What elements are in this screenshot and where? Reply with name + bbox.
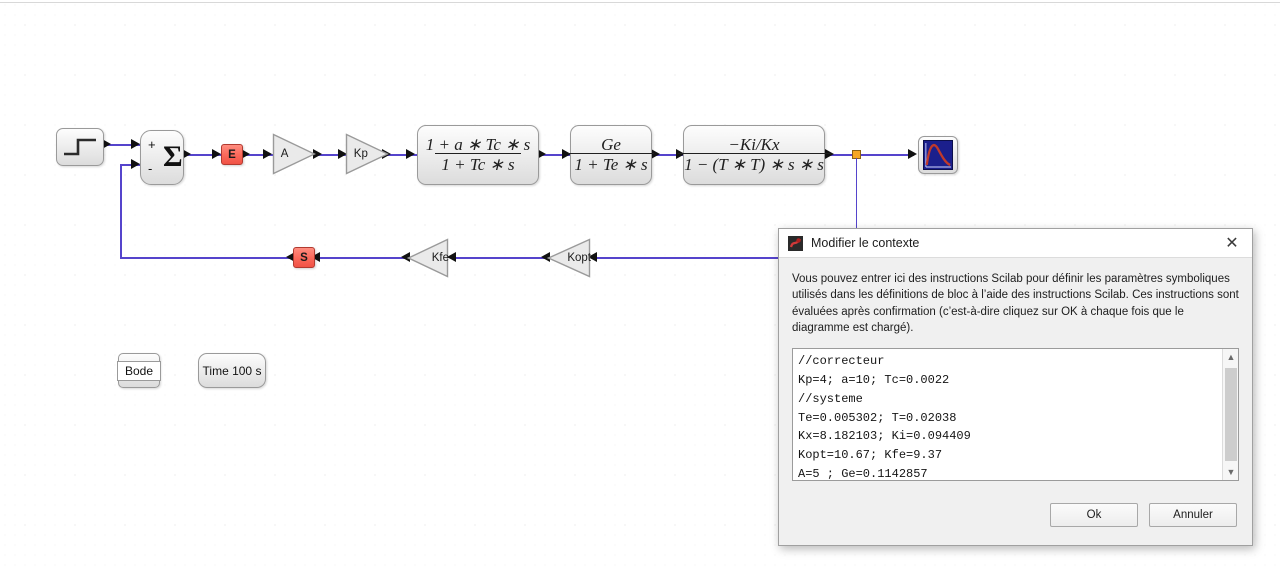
dialog-button-bar: Ok Annuler	[1050, 503, 1237, 527]
arrow-kfe-in	[447, 252, 456, 262]
gain-triangle-icon	[547, 238, 591, 278]
step-icon	[64, 138, 96, 156]
block-summation[interactable]: + - Σ	[140, 130, 184, 185]
block-gain-kfe[interactable]: Kfe	[407, 238, 449, 278]
arrow-s-in	[311, 252, 320, 262]
sum-sigma-symbol: Σ	[163, 140, 183, 173]
canvas-top-divider	[0, 2, 1280, 3]
link-s-to-corner[interactable]	[120, 257, 291, 259]
block-simulation-time[interactable]: Time 100 s	[198, 353, 266, 388]
arrow-kp-in	[338, 149, 347, 159]
arrow-kfe-out	[401, 252, 410, 262]
tf2-fraction: Ge 1 + Te ∗ s	[568, 134, 654, 176]
scope-screen	[923, 140, 953, 170]
block-gain-kopt[interactable]: Kopt	[547, 238, 591, 278]
dialog-help-text: Vous pouvez entrer ici des instructions …	[792, 273, 1239, 334]
arrow-step-out	[102, 139, 111, 149]
cancel-button[interactable]: Annuler	[1149, 503, 1237, 527]
tf1-denominator: 1 + Tc ∗ s	[435, 153, 521, 174]
arrow-a-out	[313, 149, 322, 159]
tf2-numerator: Ge	[601, 134, 621, 154]
block-gain-kp[interactable]: Kp	[345, 133, 389, 175]
link-split-to-kopt[interactable]	[592, 257, 856, 259]
tf1-numerator: 1 + a ∗ Tc ∗ s	[425, 134, 531, 154]
arrow-s-out	[286, 252, 295, 262]
block-transfer-function-1[interactable]: 1 + a ∗ Tc ∗ s 1 + Tc ∗ s	[417, 125, 539, 185]
link-kp-to-tf1[interactable]	[387, 154, 419, 156]
link-tf3-to-scope[interactable]	[828, 154, 914, 156]
link-feedback-up[interactable]	[120, 164, 122, 258]
block-step-input[interactable]	[56, 128, 104, 166]
arrow-tf2-in	[562, 149, 571, 159]
arrow-tf3-out	[825, 149, 834, 159]
block-port-s[interactable]: S	[293, 247, 315, 268]
arrow-sum-in-minus	[131, 159, 140, 169]
time-label: Time 100 s	[202, 363, 262, 378]
scilab-icon	[788, 235, 803, 251]
block-scope[interactable]	[918, 136, 958, 174]
link-kopt-to-kfe[interactable]	[456, 257, 546, 259]
link-e-to-a[interactable]	[243, 154, 275, 156]
arrow-tf2-out	[651, 149, 660, 159]
bode-label: Bode	[116, 360, 162, 381]
gain-triangle-icon	[407, 238, 449, 278]
link-tf2-to-tf3[interactable]	[654, 154, 686, 156]
arrow-sum-in-plus	[131, 139, 140, 149]
gain-kopt-label: Kopt	[567, 252, 591, 264]
scrollbar-thumb[interactable]	[1225, 368, 1237, 462]
link-step-to-sum[interactable]	[104, 144, 150, 146]
arrow-sum-out	[182, 149, 191, 159]
dialog-title: Modifier le contexte	[811, 236, 920, 250]
arrow-scope-in	[908, 149, 917, 159]
gain-a-label: A	[280, 148, 289, 160]
block-gain-a[interactable]: A	[272, 133, 316, 175]
block-bode[interactable]: Bode	[116, 353, 162, 388]
tf2-denominator: 1 + Te ∗ s	[568, 153, 654, 174]
modify-context-dialog[interactable]: Modifier le contexte ✕ Vous pouvez entre…	[778, 228, 1253, 546]
link-split-down[interactable]	[855, 158, 858, 258]
arrow-kopt-out	[541, 252, 550, 262]
sum-plus-sign: +	[148, 137, 156, 152]
gain-kfe-label: Kfe	[431, 252, 449, 264]
block-transfer-function-3[interactable]: −Ki/Kx 1 − (T ∗ T) ∗ s ∗ s	[678, 125, 830, 185]
block-port-e[interactable]: E	[221, 144, 243, 165]
scroll-down-icon[interactable]: ▼	[1226, 467, 1236, 478]
gain-triangle-icon	[345, 133, 389, 175]
tf3-fraction: −Ki/Kx 1 − (T ∗ T) ∗ s ∗ s	[678, 135, 830, 176]
arrow-e-out	[241, 149, 250, 159]
dialog-titlebar[interactable]: Modifier le contexte ✕	[779, 229, 1252, 258]
arrow-tf1-in	[406, 149, 415, 159]
editor-scrollbar[interactable]: ▲ ▼	[1222, 349, 1238, 481]
link-sum-to-e[interactable]	[184, 154, 230, 156]
arrow-tf1-out	[537, 149, 546, 159]
context-editor-input[interactable]	[793, 349, 1223, 481]
arrow-a-in	[263, 149, 272, 159]
gain-kp-label: Kp	[353, 148, 368, 160]
arrow-tf3-in	[676, 149, 685, 159]
tf3-denominator: 1 − (T ∗ T) ∗ s ∗ s	[678, 153, 830, 174]
link-tf1-to-tf2[interactable]	[540, 154, 572, 156]
scroll-up-icon[interactable]: ▲	[1226, 352, 1236, 363]
link-a-to-kp[interactable]	[317, 154, 349, 156]
close-icon[interactable]: ✕	[1225, 235, 1239, 252]
gain-triangle-icon	[272, 133, 316, 175]
dialog-body: Vous pouvez entrer ici des instructions …	[779, 258, 1252, 482]
context-editor-wrapper[interactable]: ▲ ▼	[792, 348, 1239, 482]
arrow-e-in	[212, 149, 221, 159]
ok-button[interactable]: Ok	[1050, 503, 1138, 527]
sum-minus-sign: -	[148, 161, 153, 176]
tf1-fraction: 1 + a ∗ Tc ∗ s 1 + Tc ∗ s	[418, 135, 538, 176]
scope-curve-icon	[925, 143, 952, 168]
link-kfe-to-s[interactable]	[316, 257, 406, 259]
arrow-kopt-in	[588, 252, 597, 262]
tf3-numerator: −Ki/Kx	[728, 134, 780, 154]
block-transfer-function-2[interactable]: Ge 1 + Te ∗ s	[568, 125, 654, 185]
